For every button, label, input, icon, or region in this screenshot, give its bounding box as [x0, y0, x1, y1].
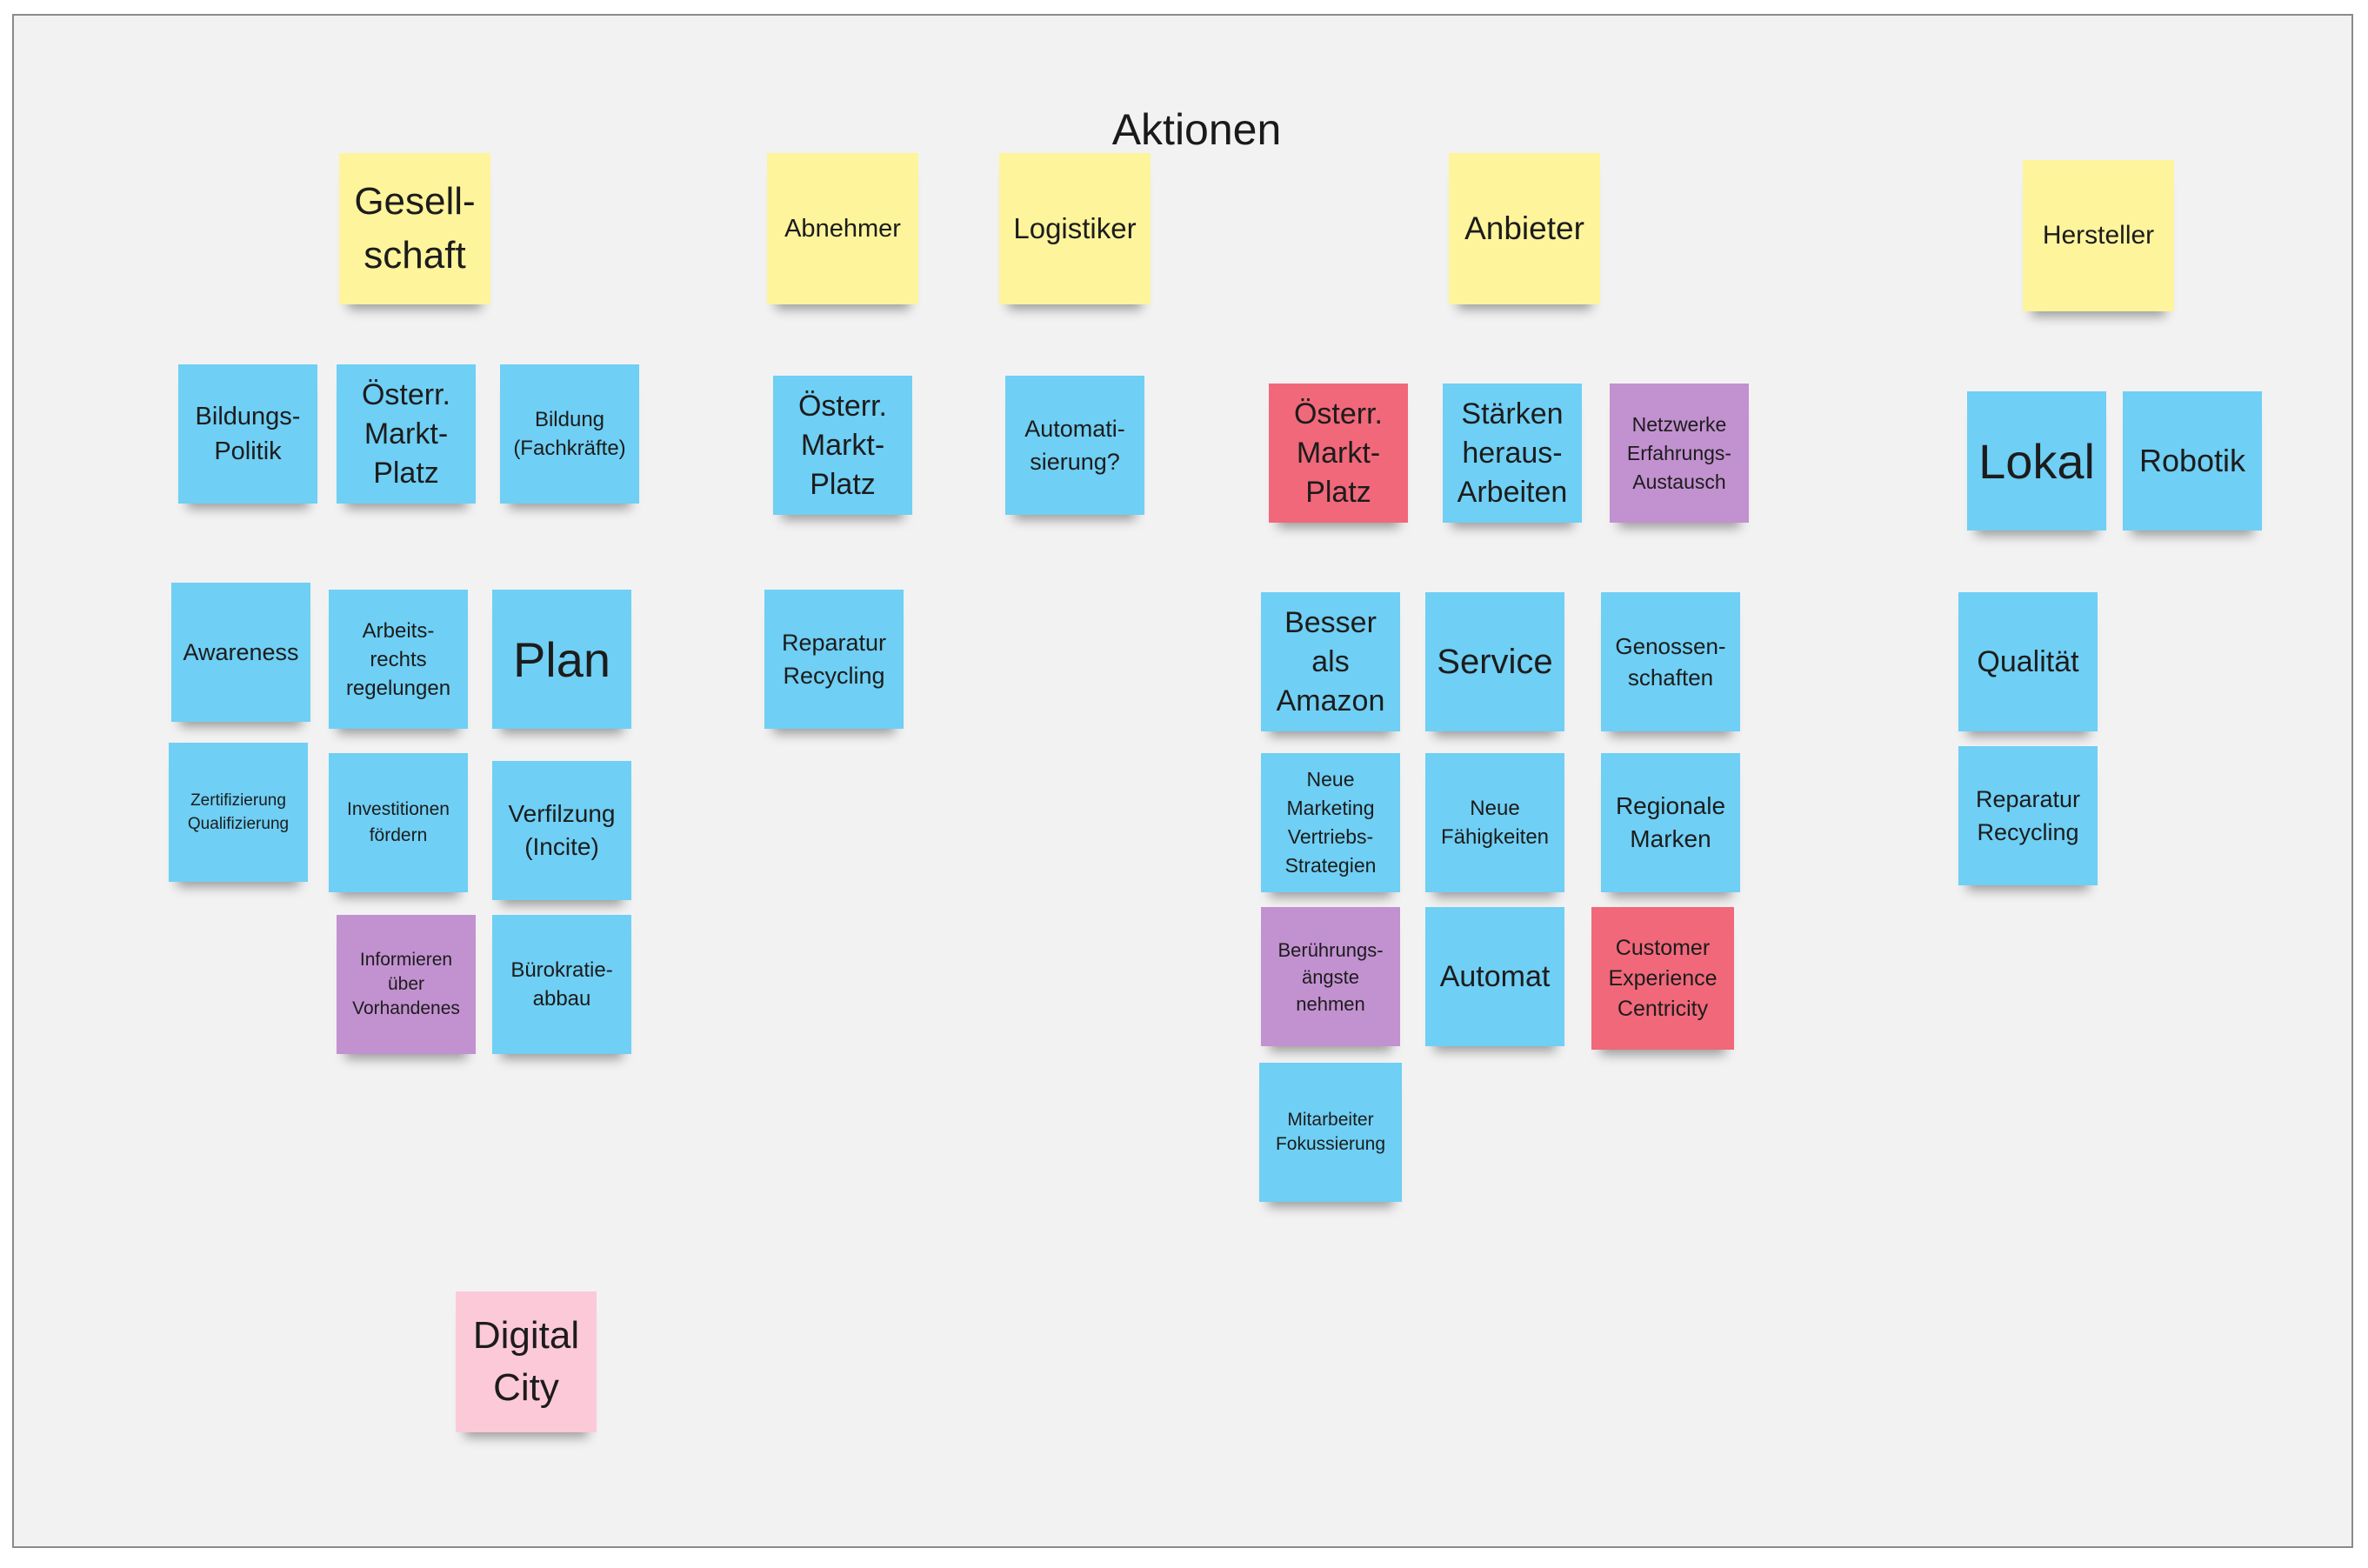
sticky-note-regionale-marken[interactable]: Regionale Marken [1601, 753, 1740, 892]
sticky-note-genossenschaften[interactable]: Genossen- schaften [1601, 592, 1740, 731]
board-title: Aktionen [1111, 105, 1282, 154]
sticky-note-automat[interactable]: Automat [1425, 907, 1564, 1046]
sticky-note-customer-experience[interactable]: Customer Experience Centricity [1591, 907, 1734, 1050]
sticky-note-informieren[interactable]: Informieren über Vorhandenes [337, 915, 476, 1054]
sticky-note-bildung-fachkraefte[interactable]: Bildung (Fachkräfte) [500, 364, 639, 504]
sticky-note-mitarbeiter[interactable]: Mitarbeiter Fokussierung [1259, 1063, 1402, 1202]
sticky-note-oesterr-markt-platz[interactable]: Österr. Markt- Platz [337, 364, 476, 504]
sticky-note-staerken[interactable]: Stärken heraus- Arbeiten [1443, 384, 1582, 523]
sticky-note-reparatur-recycling[interactable]: Reparatur Recycling [1958, 746, 2098, 885]
sticky-note-neue-faehigkeiten[interactable]: Neue Fähigkeiten [1425, 753, 1564, 892]
sticky-note-buerokratie[interactable]: Bürokratie- abbau [492, 915, 631, 1054]
sticky-note-oesterr-markt-platz[interactable]: Österr. Markt- Platz [1269, 384, 1408, 523]
sticky-note-lokal[interactable]: Lokal [1967, 391, 2106, 530]
sticky-note-awareness[interactable]: Awareness [171, 583, 310, 722]
sticky-note-netzwerke[interactable]: Netzwerke Erfahrungs- Austausch [1610, 384, 1749, 523]
sticky-note-investitionen[interactable]: Investitionen fördern [329, 753, 468, 892]
sticky-note-automatisierung[interactable]: Automati- sierung? [1005, 376, 1144, 515]
sticky-note-digital-city[interactable]: Digital City [456, 1291, 597, 1432]
sticky-note-besser-als-amazon[interactable]: Besser als Amazon [1261, 592, 1400, 731]
sticky-note-plan[interactable]: Plan [492, 590, 631, 729]
header-note-logistiker[interactable]: Logistiker [999, 153, 1151, 304]
sticky-note-reparatur-recycling[interactable]: Reparatur Recycling [764, 590, 904, 729]
header-note-anbieter[interactable]: Anbieter [1449, 153, 1600, 304]
whiteboard-canvas[interactable]: Aktionen Gesell- schaft Abnehmer Logisti… [12, 14, 2353, 1548]
sticky-note-beruehrungsaengste[interactable]: Berührungs- ängste nehmen [1261, 907, 1400, 1046]
sticky-note-zertifizierung[interactable]: Zertifizierung Qualifizierung [169, 743, 308, 882]
header-note-gesellschaft[interactable]: Gesell- schaft [339, 153, 490, 304]
sticky-note-oesterr-markt-platz[interactable]: Österr. Markt- Platz [773, 376, 912, 515]
header-note-hersteller[interactable]: Hersteller [2023, 160, 2174, 311]
sticky-note-verfilzung[interactable]: Verfilzung (Incite) [492, 761, 631, 900]
sticky-note-robotik[interactable]: Robotik [2123, 391, 2262, 530]
sticky-note-qualitaet[interactable]: Qualität [1958, 592, 2098, 731]
sticky-note-bildungspolitik[interactable]: Bildungs- Politik [178, 364, 317, 504]
sticky-note-neue-marketing[interactable]: Neue Marketing Vertriebs- Strategien [1261, 753, 1400, 892]
header-note-abnehmer[interactable]: Abnehmer [767, 153, 918, 304]
sticky-note-service[interactable]: Service [1425, 592, 1564, 731]
sticky-note-arbeitsrecht[interactable]: Arbeits- rechts regelungen [329, 590, 468, 729]
